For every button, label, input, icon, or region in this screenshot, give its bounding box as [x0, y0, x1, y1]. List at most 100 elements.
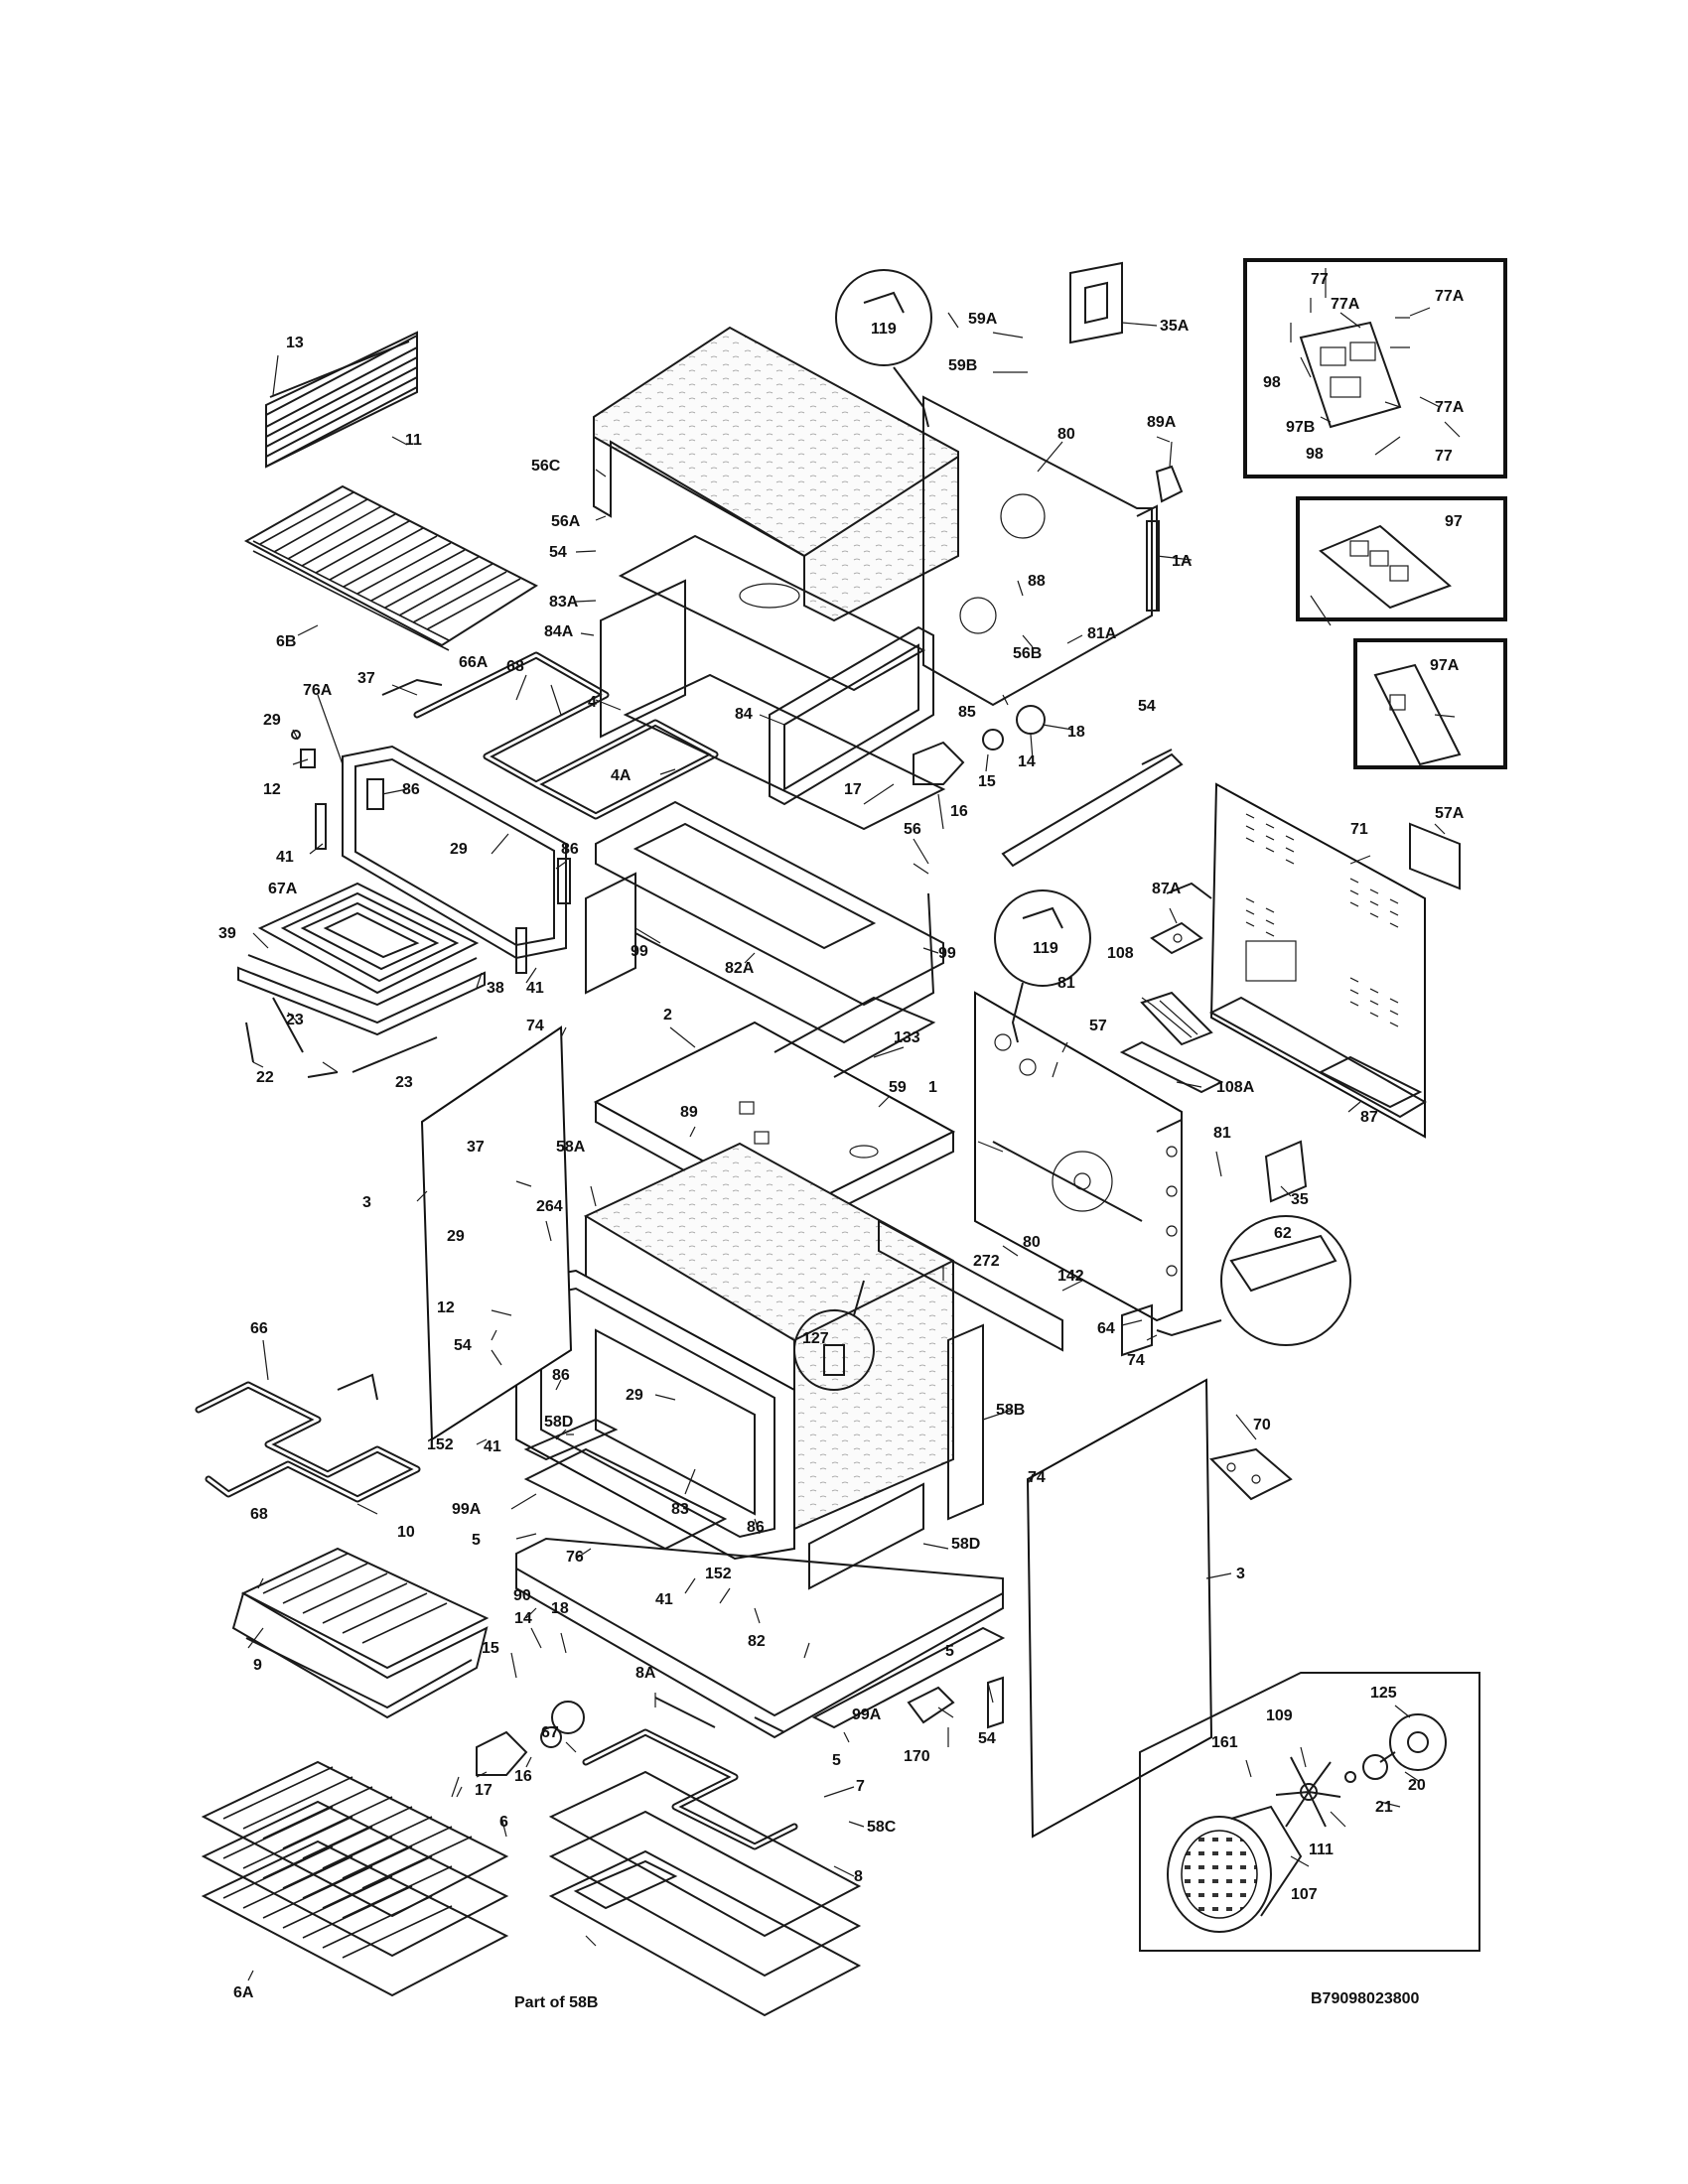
callout-14a: 14 [1018, 753, 1036, 770]
control-board-97-box [1296, 496, 1507, 621]
callout-84a: 84A [544, 623, 574, 640]
box-35a [1069, 261, 1123, 344]
callout-9: 9 [253, 1657, 262, 1674]
callout-16b: 16 [514, 1768, 532, 1785]
callout-77a-3: 77A [1435, 399, 1465, 416]
bottom-frame-82 [515, 1537, 1004, 1739]
callout-labels: 13 11 6B 37 68 66A 76A 29 12 86 29 86 41… [218, 271, 1465, 2011]
callout-68a: 68 [506, 658, 524, 675]
callout-119b: 119 [1033, 940, 1058, 957]
callout-86d: 86 [747, 1519, 765, 1536]
callout-17b: 17 [475, 1782, 492, 1799]
callout-81b: 81 [1213, 1125, 1231, 1142]
side-panel-3-right [1026, 1378, 1213, 1839]
callout-29b: 29 [450, 841, 468, 858]
callout-125: 125 [1370, 1685, 1397, 1702]
callout-99a-b: 99A [852, 1706, 882, 1723]
callout-54c: 54 [454, 1337, 472, 1354]
callout-170: 170 [904, 1748, 930, 1765]
callout-22: 22 [256, 1069, 274, 1086]
oven-racks-6 [201, 1760, 509, 1997]
callout-82a: 82A [725, 960, 755, 977]
callout-86a: 86 [402, 781, 420, 798]
callout-59b: 59B [948, 357, 977, 374]
callout-29c: 29 [447, 1228, 465, 1245]
fan-cover-35 [1264, 1140, 1308, 1203]
callout-88: 88 [1028, 573, 1046, 590]
callout-58b: 58B [996, 1402, 1025, 1419]
broil-pan-10 [240, 1547, 490, 1670]
callout-59a: 59A [968, 311, 998, 328]
callout-12a: 12 [263, 781, 281, 798]
rack-runners-group [265, 331, 418, 469]
wiring-harness-59 [976, 336, 1055, 439]
callout-77a-2: 77A [1435, 288, 1465, 305]
callout-37b: 37 [467, 1139, 485, 1156]
callout-71: 71 [1350, 821, 1368, 838]
callout-54d: 54 [978, 1730, 996, 1747]
callout-37a: 37 [357, 670, 375, 687]
rear-cover-71 [1209, 782, 1426, 1139]
callout-41d: 41 [655, 1591, 673, 1608]
callout-35: 35 [1291, 1191, 1309, 1208]
callout-58a: 58A [556, 1139, 586, 1156]
callout-152a: 152 [427, 1436, 454, 1453]
callout-23b: 23 [395, 1074, 413, 1091]
control-board-97a-box [1353, 638, 1507, 769]
callout-4a: 4A [611, 767, 632, 784]
callout-76: 76 [566, 1549, 584, 1566]
callout-133: 133 [894, 1029, 920, 1046]
callout-77b: 77 [1435, 448, 1453, 465]
side-rail-54-right [1001, 749, 1184, 868]
trim-strips-58b-58d [523, 1323, 984, 1590]
detail-circle-127 [793, 1280, 875, 1391]
callout-58c: 58C [867, 1819, 897, 1836]
terminal-block-108 [1140, 991, 1213, 1046]
callout-99b: 99 [938, 945, 956, 962]
callout-119a: 119 [871, 321, 897, 338]
callout-64: 64 [1097, 1320, 1115, 1337]
callout-1: 1 [928, 1079, 937, 1096]
callout-99a: 99 [631, 943, 648, 960]
callout-5c: 5 [945, 1643, 954, 1660]
callout-86b: 86 [561, 841, 579, 858]
fan-blade-109 [1275, 1756, 1341, 1828]
callout-58d-a: 58D [544, 1414, 573, 1431]
callout-8: 8 [854, 1868, 863, 1885]
callout-99a-a: 99A [452, 1501, 482, 1518]
callout-74b: 74 [1127, 1352, 1145, 1369]
bake-element-66a [413, 651, 719, 820]
callout-68b: 68 [250, 1506, 268, 1523]
hinge-bracket-64 [1121, 1303, 1153, 1357]
callout-85: 85 [958, 704, 976, 721]
callout-23a: 23 [286, 1012, 304, 1028]
cross-brace-142 [878, 1219, 1063, 1352]
side-panel-3-left [420, 1025, 573, 1441]
callout-5b: 5 [832, 1752, 841, 1769]
callout-18b: 18 [551, 1600, 569, 1617]
upper-cabinet-top-56c [593, 326, 959, 622]
callout-57a: 57A [1435, 805, 1465, 822]
callout-8a: 8A [635, 1665, 656, 1682]
drawing-number: B79098023800 [1311, 1990, 1420, 2007]
callout-87a: 87A [1152, 881, 1182, 897]
callout-38: 38 [487, 980, 504, 997]
callout-74a: 74 [526, 1018, 544, 1034]
callout-54a: 54 [549, 544, 567, 561]
callout-76a: 76A [303, 682, 333, 699]
callout-67a: 67A [268, 881, 298, 897]
callout-80b: 80 [1023, 1234, 1041, 1251]
lamp-assembly-upper [863, 705, 1046, 805]
bracket-87a [1150, 921, 1203, 955]
callout-56a: 56A [551, 513, 581, 530]
callout-10: 10 [397, 1524, 415, 1541]
callout-77a: 77 [1311, 271, 1329, 288]
callout-part-of-58b: Part of 58B [514, 1994, 598, 2011]
callout-3b: 3 [1236, 1566, 1245, 1582]
callout-18a: 18 [1067, 724, 1085, 741]
callout-41c: 41 [484, 1438, 501, 1455]
callout-2: 2 [663, 1007, 672, 1024]
callout-66: 66 [250, 1320, 268, 1337]
callout-5a: 5 [472, 1532, 481, 1549]
callout-66a: 66A [459, 654, 489, 671]
